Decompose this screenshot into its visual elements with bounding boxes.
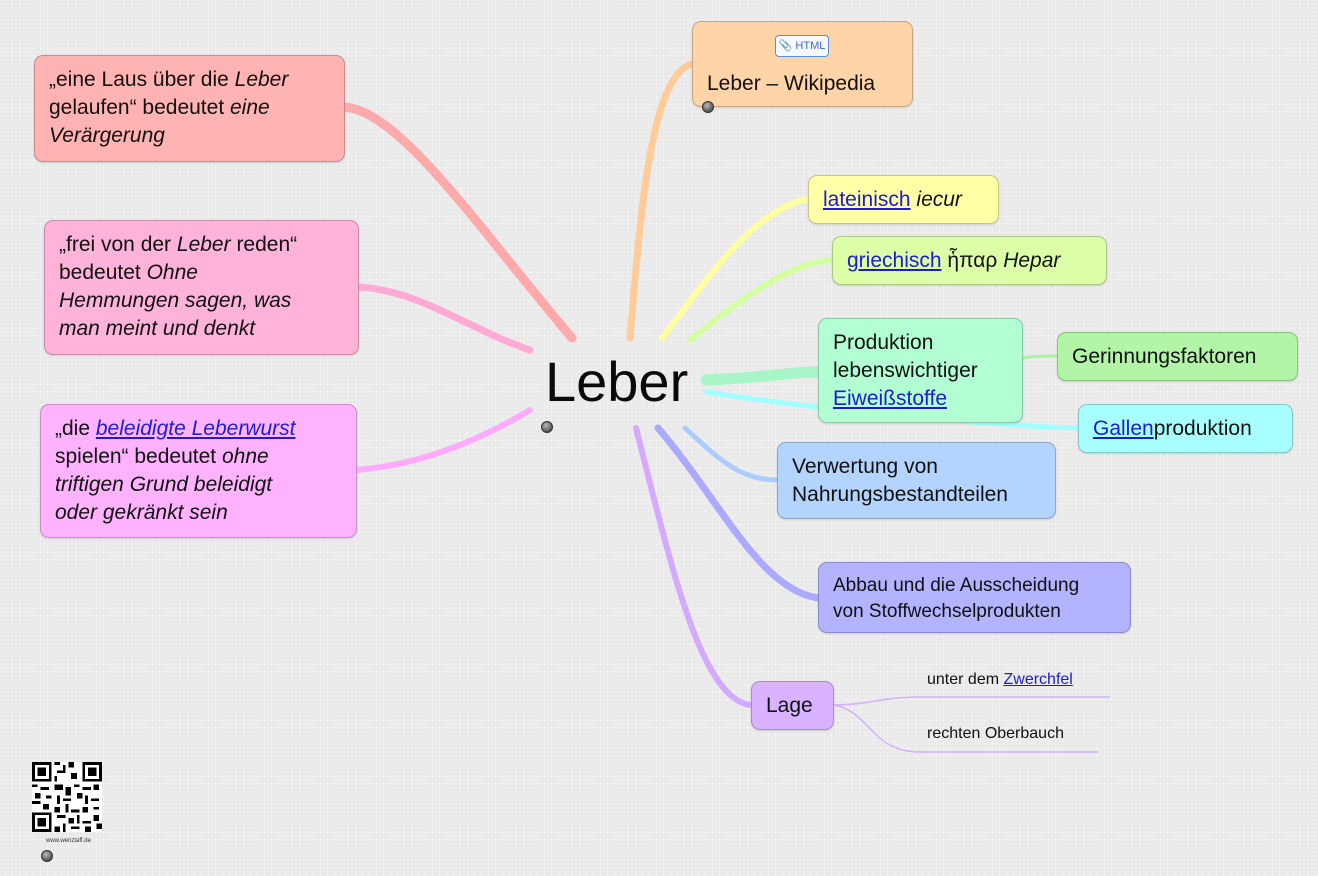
branch-wikipedia — [626, 60, 696, 342]
branch-production — [700, 366, 824, 386]
paperclip-icon: 📎 — [778, 40, 793, 52]
attachment-clip-icon[interactable] — [41, 850, 53, 862]
branch-idiom3 — [353, 407, 533, 473]
nutrients-node[interactable]: Verwertung von Nahrungsbestandteilen — [777, 442, 1056, 519]
production-node[interactable]: Produktion lebenswichtiger Eiweißstoffe — [818, 318, 1023, 423]
attachment-clip-icon[interactable] — [702, 101, 714, 113]
breakdown-node[interactable]: Abbau und die Ausscheidung von Stoffwech… — [818, 562, 1131, 633]
latin-node[interactable]: lateinisch iecur — [808, 175, 999, 224]
greek-translit: Hepar — [1003, 249, 1061, 272]
lage-right-item: rechten Oberbauch — [927, 725, 1064, 742]
attachment-clip-icon[interactable] — [541, 421, 553, 433]
branch-latin — [659, 196, 811, 341]
idiom2-text: „frei von der — [59, 233, 177, 256]
coagulation-label: Gerinnungsfaktoren — [1072, 345, 1257, 368]
idiom3-text: spielen“ bedeutet — [55, 445, 222, 468]
idiom2-italic: Ohne — [146, 261, 198, 284]
idiom1-node[interactable]: „eine Laus über die Leber gelaufen“ bede… — [34, 55, 345, 162]
bile-link[interactable]: Gallen — [1093, 417, 1154, 440]
idiom2-italic: man meint und denkt — [59, 317, 256, 340]
coagulation-node[interactable]: Gerinnungsfaktoren — [1057, 332, 1298, 381]
central-topic[interactable]: Leber — [545, 350, 689, 413]
idiom2-text: bedeutet — [59, 261, 147, 284]
idiom2-text: reden“ — [230, 233, 298, 256]
zwerchfell-link[interactable]: Zwerchfel — [1003, 671, 1073, 688]
idiom2-italic: Leber — [176, 233, 231, 256]
lage-under-item: unter dem Zwerchfel — [927, 670, 1073, 690]
branch-idiom2 — [354, 283, 534, 354]
breakdown-line1: Abbau und die Ausscheidung — [833, 575, 1080, 596]
wikipedia-node[interactable]: Leber – Wikipedia — [692, 21, 913, 107]
greek-link[interactable]: griechisch — [847, 249, 942, 272]
leberwurst-link[interactable]: beleidigte Leberwurst — [95, 417, 296, 440]
idiom1-italic: Leber — [234, 68, 289, 91]
branch-lage-under — [832, 696, 1110, 706]
idiom3-italic: oder gekränkt sein — [55, 501, 228, 524]
production-line1: Produktion — [833, 331, 934, 354]
lage-node[interactable]: Lage — [751, 681, 834, 730]
idiom2-node[interactable]: „frei von der Leber reden“ bedeutet Ohne… — [44, 220, 359, 355]
idiom2-italic: Hemmungen sagen, was — [59, 289, 292, 312]
latin-word: iecur — [916, 188, 962, 211]
branch-lage-right — [832, 704, 1098, 753]
production-link[interactable]: Eiweißstoffe — [833, 387, 947, 410]
latin-link[interactable]: lateinisch — [823, 188, 911, 211]
bile-node[interactable]: Gallenproduktion — [1078, 404, 1293, 453]
wikipedia-title[interactable]: Leber – Wikipedia — [707, 72, 876, 95]
qr-code-icon — [32, 762, 102, 832]
idiom3-node[interactable]: „die beleidigte Leberwurst spielen“ bede… — [40, 404, 357, 538]
qr-caption: www.wenztaff.de — [46, 838, 91, 844]
branch-lage — [633, 425, 754, 708]
branch-greek — [687, 257, 835, 343]
bile-rest: produktion — [1153, 417, 1252, 440]
idiom1-text: „eine Laus über die — [49, 68, 235, 91]
breakdown-line2: von Stoffwechselprodukten — [833, 601, 1061, 622]
html-attachment-badge[interactable]: 📎 HTML — [775, 35, 829, 57]
html-badge-label: HTML — [795, 40, 826, 52]
idiom1-italic: Verärgerung — [49, 124, 165, 147]
production-line2: lebenswichtiger — [833, 359, 978, 382]
nutrients-line1: Verwertung von — [792, 455, 938, 478]
branch-breakdown — [654, 424, 822, 602]
branch-coag — [1021, 354, 1058, 360]
branch-nutrients — [682, 425, 780, 483]
idiom3-text: „die — [55, 417, 96, 440]
idiom3-italic: triftigen Grund beleidigt — [55, 473, 273, 496]
idiom1-text: gelaufen“ bedeutet — [49, 96, 230, 119]
nutrients-line2: Nahrungsbestandteilen — [792, 483, 1008, 506]
idiom1-italic: eine — [229, 96, 270, 119]
greek-word: ἧπαρ — [947, 249, 998, 272]
idiom3-italic: ohne — [221, 445, 269, 468]
lage-under-prefix: unter dem — [927, 671, 1000, 688]
branch-idiom1 — [339, 102, 577, 343]
greek-node[interactable]: griechisch ἧπαρ Hepar — [832, 236, 1107, 285]
lage-label: Lage — [766, 694, 813, 717]
